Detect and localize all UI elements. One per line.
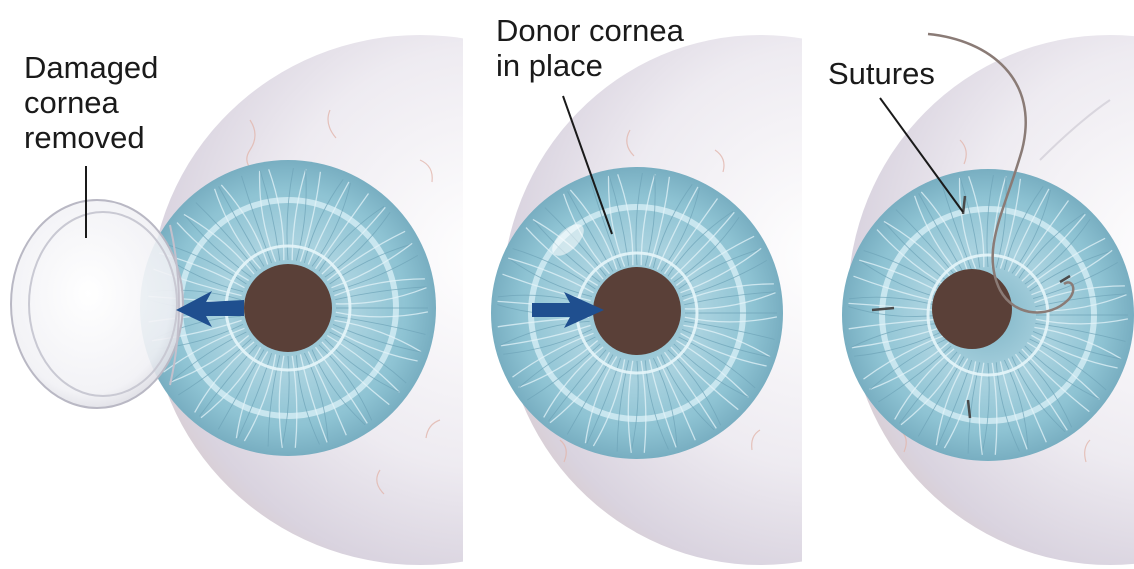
label-damaged-cornea: Damaged cornea removed	[24, 50, 167, 155]
pupil	[593, 267, 681, 355]
panel-sutures: Sutures	[828, 34, 1134, 565]
pupil	[244, 264, 332, 352]
label-sutures: Sutures	[828, 56, 935, 91]
removed-cornea	[11, 200, 183, 408]
pupil	[932, 269, 1012, 349]
